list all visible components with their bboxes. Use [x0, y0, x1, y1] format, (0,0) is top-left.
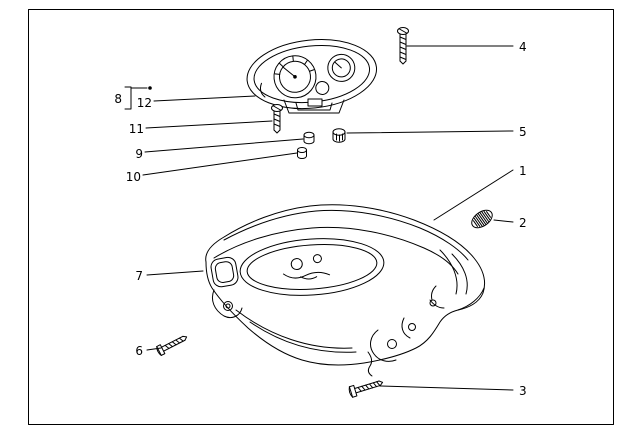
- callout-label-3: 3: [519, 384, 527, 398]
- callout-8: 8: [114, 86, 152, 110]
- instrument-cluster: [246, 39, 378, 114]
- callout-12: 12: [137, 95, 256, 110]
- callout-4: 4: [406, 40, 527, 54]
- callout-dot-8: [148, 86, 152, 90]
- cluster-bracket: [283, 98, 345, 114]
- callout-label-5: 5: [519, 125, 527, 139]
- callout-label-7: 7: [135, 269, 143, 283]
- nut-part-5: [332, 128, 346, 143]
- bushing-part-10: [297, 147, 307, 159]
- callout-label-2: 2: [519, 216, 527, 230]
- callout-label-1: 1: [519, 164, 527, 178]
- callout-7: 7: [135, 269, 204, 283]
- callout-label-9: 9: [135, 147, 143, 161]
- bushing-part-9: [303, 131, 315, 145]
- callout-label-12: 12: [137, 96, 152, 110]
- screw-part-6: [156, 335, 188, 356]
- border-frame: [28, 9, 614, 425]
- callout-11: 11: [129, 120, 273, 136]
- callout-2: 2: [493, 216, 527, 230]
- callout-label-4: 4: [519, 40, 527, 54]
- callout-1: 1: [433, 164, 527, 221]
- cap-part-2: [471, 209, 493, 229]
- callout-5: 5: [346, 125, 527, 139]
- callout-9: 9: [135, 138, 304, 161]
- handlebar-cover: [205, 204, 486, 377]
- screw-part-3: [348, 380, 384, 398]
- callout-label-8: 8: [114, 92, 122, 106]
- screw-part-11: [271, 104, 283, 134]
- callout-10: 10: [126, 152, 298, 184]
- callout-3: 3: [379, 384, 527, 398]
- callout-label-10: 10: [126, 170, 141, 184]
- callout-label-11: 11: [129, 122, 144, 136]
- callout-6: 6: [135, 344, 162, 358]
- screw-part-4: [397, 27, 409, 65]
- callout-label-6: 6: [135, 344, 143, 358]
